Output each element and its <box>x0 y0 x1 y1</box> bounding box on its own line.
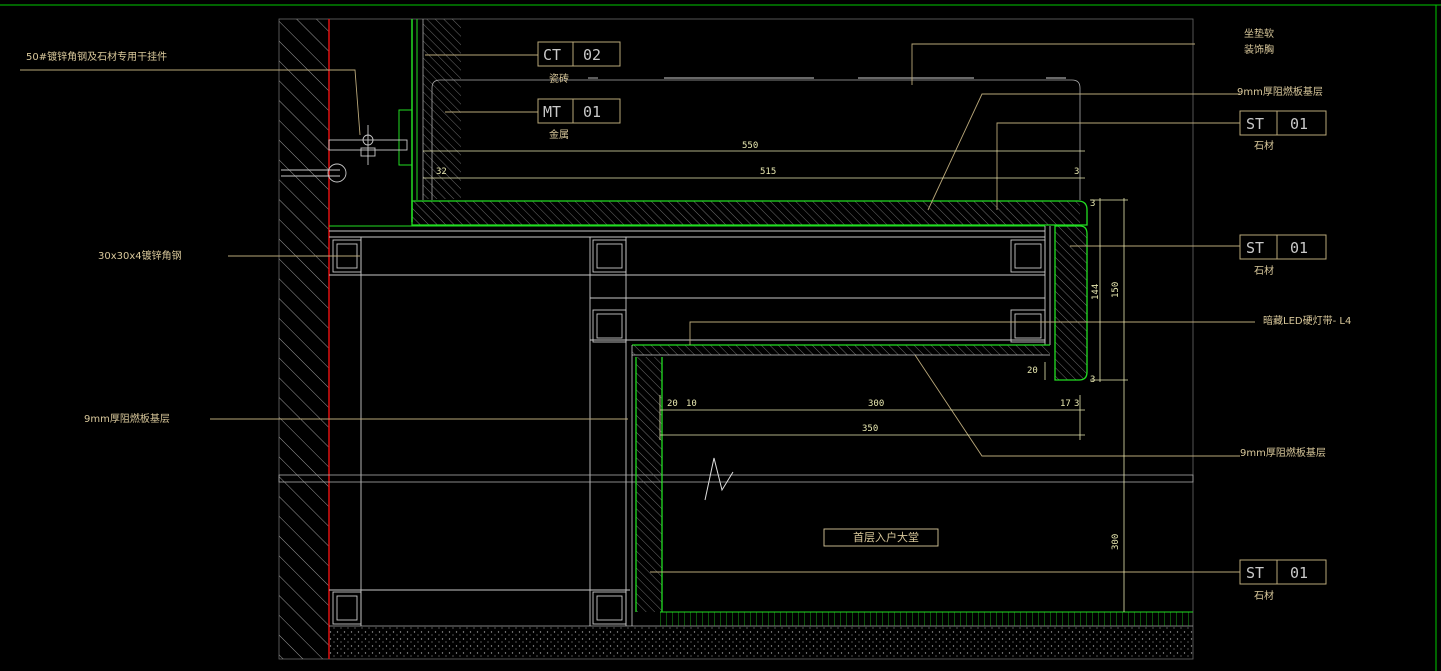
tag-st01-a-desc: 石材 <box>1254 139 1274 152</box>
tag-mt01-desc: 金属 <box>549 128 569 141</box>
angle-steel-label: 30x30x4镀锌角钢 <box>98 249 182 262</box>
tag-st01-a-code: ST <box>1246 115 1264 133</box>
section-break <box>278 457 1194 501</box>
leader-lines <box>20 43 1255 573</box>
dim-3-upper: 3 <box>1090 199 1095 209</box>
dim-10: 10 <box>686 399 697 409</box>
stone-ledge <box>411 79 1088 626</box>
tag-st01-b: ST 01 石材 <box>1239 234 1327 277</box>
tag-st01-b-desc: 石材 <box>1254 264 1274 277</box>
tag-st01-a-num: 01 <box>1290 115 1308 133</box>
drawing-frame <box>0 4 1441 671</box>
tag-st01-c: ST 01 石材 <box>1239 559 1327 602</box>
tag-st01-a: ST 01 石材 <box>1239 110 1327 152</box>
tag-st01-c-num: 01 <box>1290 564 1308 582</box>
tag-ct02: CT 02 瓷砖 <box>537 41 621 85</box>
tag-ct02-num: 02 <box>583 46 601 64</box>
dim-3-top: 3 <box>1074 167 1079 177</box>
dimension-lines <box>423 150 1128 612</box>
upper-wall-finish <box>398 19 461 222</box>
led-label: 暗藏LED硬灯带- L4 <box>1263 314 1351 327</box>
board-bottom-right-label: 9mm厚阻燃板基层 <box>1240 446 1326 459</box>
tag-ct02-code: CT <box>543 46 561 64</box>
dim-20-vertical: 20 <box>1027 366 1038 376</box>
structural-wall <box>279 19 330 659</box>
angle-hanger-label: 50#镀锌角钢及石材专用干挂件 <box>26 50 167 63</box>
tag-ct02-desc: 瓷砖 <box>549 72 569 85</box>
tag-st01-c-desc: 石材 <box>1254 589 1274 602</box>
dim-32: 32 <box>436 167 447 177</box>
dim-550: 550 <box>742 141 758 151</box>
dim-20: 20 <box>667 399 678 409</box>
dim-3-lower: 3 <box>1090 375 1095 385</box>
floor-screed <box>329 611 1193 657</box>
hanger-bolt <box>281 125 408 183</box>
dim-350: 350 <box>862 424 878 434</box>
dim-515: 515 <box>760 167 776 177</box>
tag-mt01-code: MT <box>543 103 561 121</box>
tag-mt01-num: 01 <box>583 103 601 121</box>
tag-st01-c-code: ST <box>1246 564 1264 582</box>
dim-3-right: 3 <box>1074 399 1079 409</box>
tag-mt01: MT 01 金属 <box>537 98 621 141</box>
board-left-label: 9mm厚阻燃板基层 <box>84 412 170 425</box>
board-top-right-label: 9mm厚阻燃板基层 <box>1237 85 1323 98</box>
dim-150: 150 <box>1111 282 1121 298</box>
dim-300: 300 <box>868 399 884 409</box>
wallpaper-label-line2: 装饰胸 <box>1244 43 1274 56</box>
dim-17: 17 <box>1060 399 1071 409</box>
tag-st01-b-code: ST <box>1246 239 1264 257</box>
room-label: 首层入户大堂 <box>853 530 919 544</box>
room-label-box: 首层入户大堂 <box>823 528 939 547</box>
dim-300-vertical: 300 <box>1111 534 1121 550</box>
wallpaper-label-line1: 坐垫软 <box>1244 27 1274 40</box>
tag-st01-b-num: 01 <box>1290 239 1308 257</box>
dim-144: 144 <box>1091 284 1101 300</box>
steel-frame <box>329 225 1051 626</box>
